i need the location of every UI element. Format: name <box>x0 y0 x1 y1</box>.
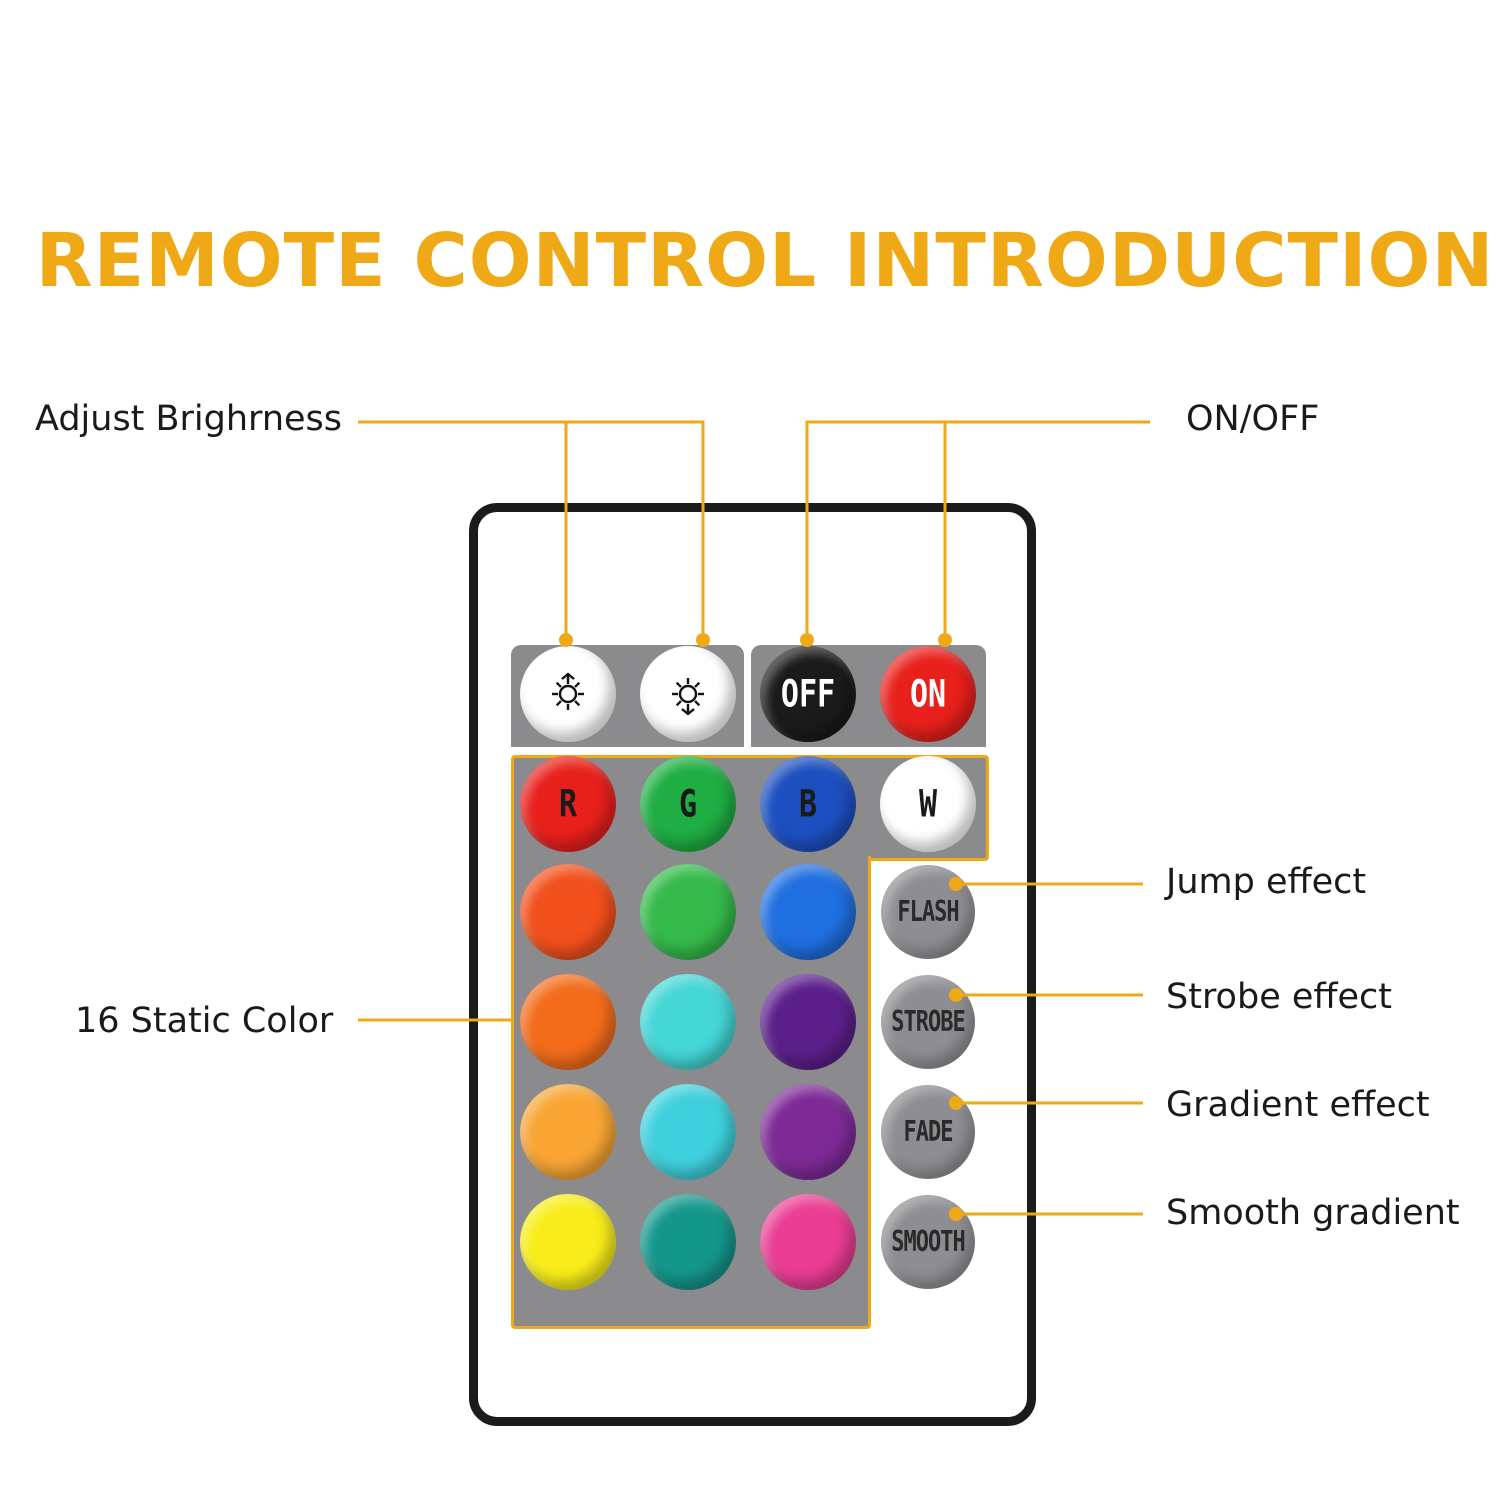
gradient-effect-callout: Gradient effect <box>1166 1085 1430 1125</box>
green-button[interactable]: G <box>640 756 736 852</box>
static-color-button-6[interactable] <box>760 974 856 1070</box>
static-color-button-2[interactable] <box>640 864 736 960</box>
static-color-button-4[interactable] <box>520 974 616 1070</box>
static-color-button-5[interactable] <box>640 974 736 1070</box>
static-color-button-8[interactable] <box>640 1084 736 1180</box>
static-color-button-11[interactable] <box>640 1194 736 1290</box>
white-label: W <box>918 782 938 826</box>
fade-label: FADE <box>903 1115 954 1149</box>
jump-effect-callout: Jump effect <box>1166 862 1367 902</box>
static-color-button-7[interactable] <box>520 1084 616 1180</box>
page-title: REMOTE CONTROL INTRODUCTION <box>35 218 1495 304</box>
flash-label: FLASH <box>897 895 959 929</box>
blue-label: B <box>798 782 818 826</box>
on-button[interactable]: ON <box>880 646 976 742</box>
brightness-line <box>358 420 705 640</box>
onoff-line <box>805 420 1150 640</box>
strobe-effect-callout: Strobe effect <box>1166 977 1392 1017</box>
static-color-button-9[interactable] <box>760 1084 856 1180</box>
blue-button[interactable]: B <box>760 756 856 852</box>
static-color-button-1[interactable] <box>520 864 616 960</box>
green-label: G <box>678 782 698 826</box>
on-label: ON <box>909 672 947 716</box>
red-label: R <box>558 782 578 826</box>
smooth-label: SMOOTH <box>891 1225 965 1259</box>
brightness-down-button[interactable] <box>640 646 736 742</box>
static-color-button-10[interactable] <box>520 1194 616 1290</box>
static-color-callout: 16 Static Color <box>75 1001 334 1041</box>
static-color-button-12[interactable] <box>760 1194 856 1290</box>
white-button[interactable]: W <box>880 756 976 852</box>
off-button[interactable]: OFF <box>760 646 856 742</box>
static-color-button-3[interactable] <box>760 864 856 960</box>
sun-up-icon <box>546 670 590 718</box>
off-label: OFF <box>780 672 836 716</box>
smooth-gradient-callout: Smooth gradient <box>1166 1193 1460 1233</box>
strobe-label: STROBE <box>891 1005 965 1039</box>
onoff-callout: ON/OFF <box>1186 399 1320 439</box>
brightness-callout: Adjust Brighrness <box>35 399 343 439</box>
sun-down-icon <box>666 670 710 718</box>
brightness-up-button[interactable] <box>520 646 616 742</box>
red-button[interactable]: R <box>520 756 616 852</box>
